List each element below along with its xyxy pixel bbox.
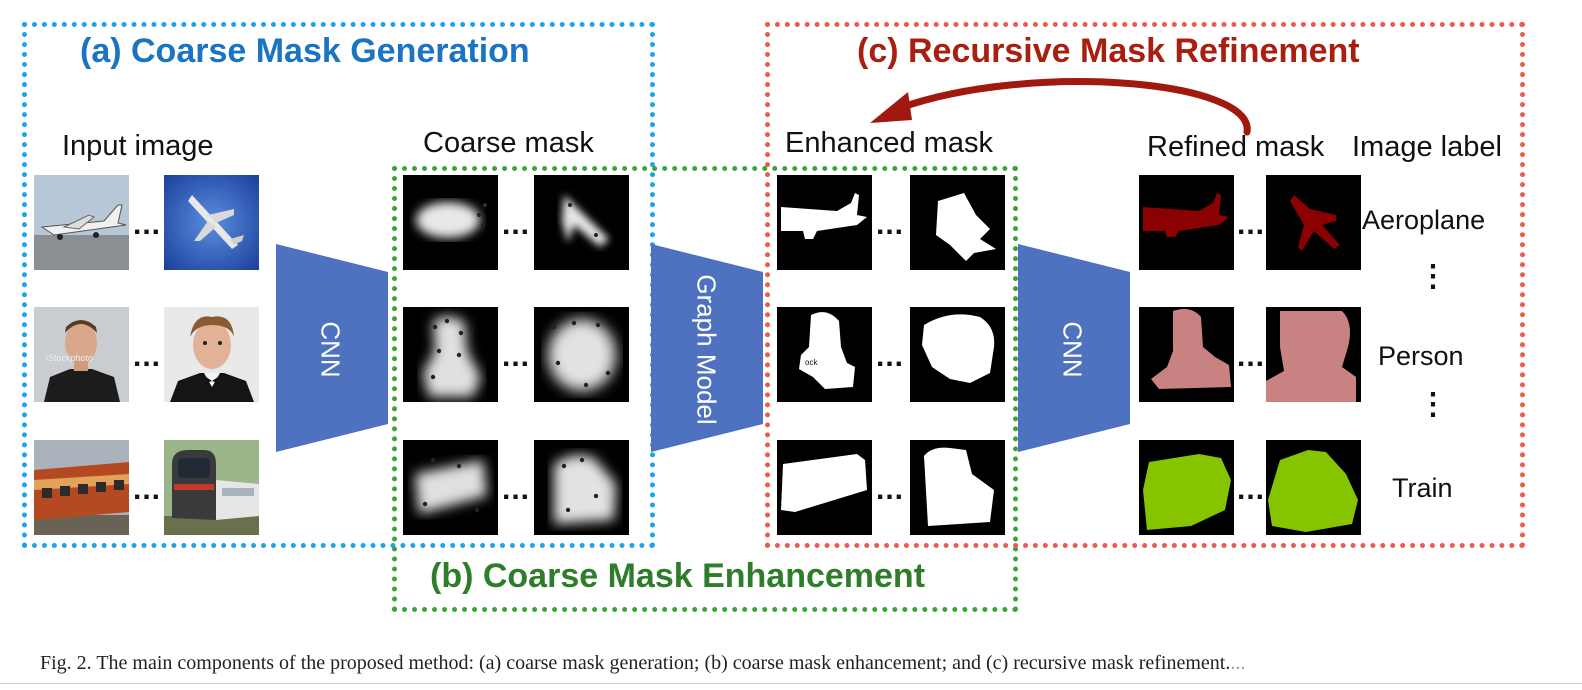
- cnn-block-2: [1018, 244, 1130, 452]
- coarse-mask-aeroplane-2: [534, 175, 629, 270]
- watermark-text: iStockphoto: [46, 353, 93, 363]
- ellipsis: ...: [1237, 473, 1266, 506]
- refined-mask-train-2: [1266, 440, 1361, 535]
- vertical-ellipsis: ⋮: [1418, 260, 1448, 293]
- ellipsis: ...: [876, 208, 905, 241]
- vertical-ellipsis: ⋮: [1418, 388, 1448, 421]
- label-enhanced-mask: Enhanced mask: [785, 127, 993, 159]
- ellipsis: ...: [502, 208, 531, 241]
- cnn-label-2: CNN: [1057, 321, 1088, 378]
- input-image-person-2: [164, 307, 259, 402]
- enhanced-mask-aeroplane-1: [777, 175, 872, 270]
- cnn-label-1: CNN: [315, 321, 346, 378]
- label-image-label: Image label: [1352, 131, 1502, 163]
- refined-mask-aeroplane-2: [1266, 175, 1361, 270]
- box-coarse-mask-enhancement: [392, 166, 1018, 612]
- enhanced-mask-aeroplane-2: [910, 175, 1005, 270]
- label-coarse-mask: Coarse mask: [423, 127, 594, 159]
- title-b: (b) Coarse Mask Enhancement: [430, 557, 926, 595]
- enhanced-mask-train-2: [910, 440, 1005, 535]
- box-recursive-mask-refinement: [765, 22, 1525, 548]
- title-c: (c) Recursive Mask Refinement: [857, 32, 1360, 70]
- ellipsis: ...: [502, 473, 531, 506]
- label-refined-mask: Refined mask: [1147, 131, 1325, 163]
- input-image-aeroplane-1: [34, 175, 129, 270]
- ellipsis: ...: [876, 340, 905, 373]
- ellipsis: ...: [133, 473, 162, 506]
- input-image-train-2: [164, 440, 259, 535]
- title-a: (a) Coarse Mask Generation: [80, 32, 530, 70]
- label-input-image: Input image: [62, 130, 214, 162]
- recursive-arrow-icon: [870, 78, 1251, 136]
- ellipsis: ...: [502, 340, 531, 373]
- class-label-aeroplane: Aeroplane: [1362, 205, 1486, 235]
- ellipsis: ...: [1237, 208, 1266, 241]
- coarse-mask-train-2: [534, 440, 629, 535]
- divider: [0, 683, 1582, 684]
- ellipsis: ...: [133, 208, 162, 241]
- enhanced-mask-person-2: [910, 307, 1005, 402]
- caption-text: Fig. 2. The main components of the propo…: [40, 652, 1231, 674]
- enhanced-mask-person-1: ock: [777, 307, 872, 402]
- graph-model-label: Graph Model: [691, 274, 722, 425]
- figure-caption: Fig. 2. The main components of the propo…: [40, 652, 1245, 675]
- coarse-mask-train-1: [403, 440, 498, 535]
- caption-watermark: ...: [1230, 652, 1246, 674]
- cnn-block-1: [276, 244, 388, 452]
- input-image-person-1: iStockphoto: [34, 307, 129, 402]
- refined-mask-aeroplane-1: [1139, 175, 1234, 270]
- refined-mask-person-1: [1139, 307, 1234, 402]
- class-label-person: Person: [1378, 341, 1464, 371]
- input-image-train-1: [34, 440, 129, 535]
- coarse-mask-person-2: [534, 307, 629, 402]
- class-label-train: Train: [1392, 473, 1453, 503]
- input-image-aeroplane-2: [164, 175, 259, 270]
- enhanced-mask-train-1: [777, 440, 872, 535]
- graph-model-block: [651, 244, 763, 452]
- refined-mask-train-1: [1139, 440, 1234, 535]
- ellipsis: ...: [133, 340, 162, 373]
- coarse-mask-aeroplane-1: [403, 175, 498, 270]
- refined-mask-person-2: [1266, 307, 1361, 402]
- watermark-text: ock: [805, 358, 818, 367]
- ellipsis: ...: [1237, 340, 1266, 373]
- ellipsis: ...: [876, 473, 905, 506]
- coarse-mask-person-1: [403, 307, 498, 402]
